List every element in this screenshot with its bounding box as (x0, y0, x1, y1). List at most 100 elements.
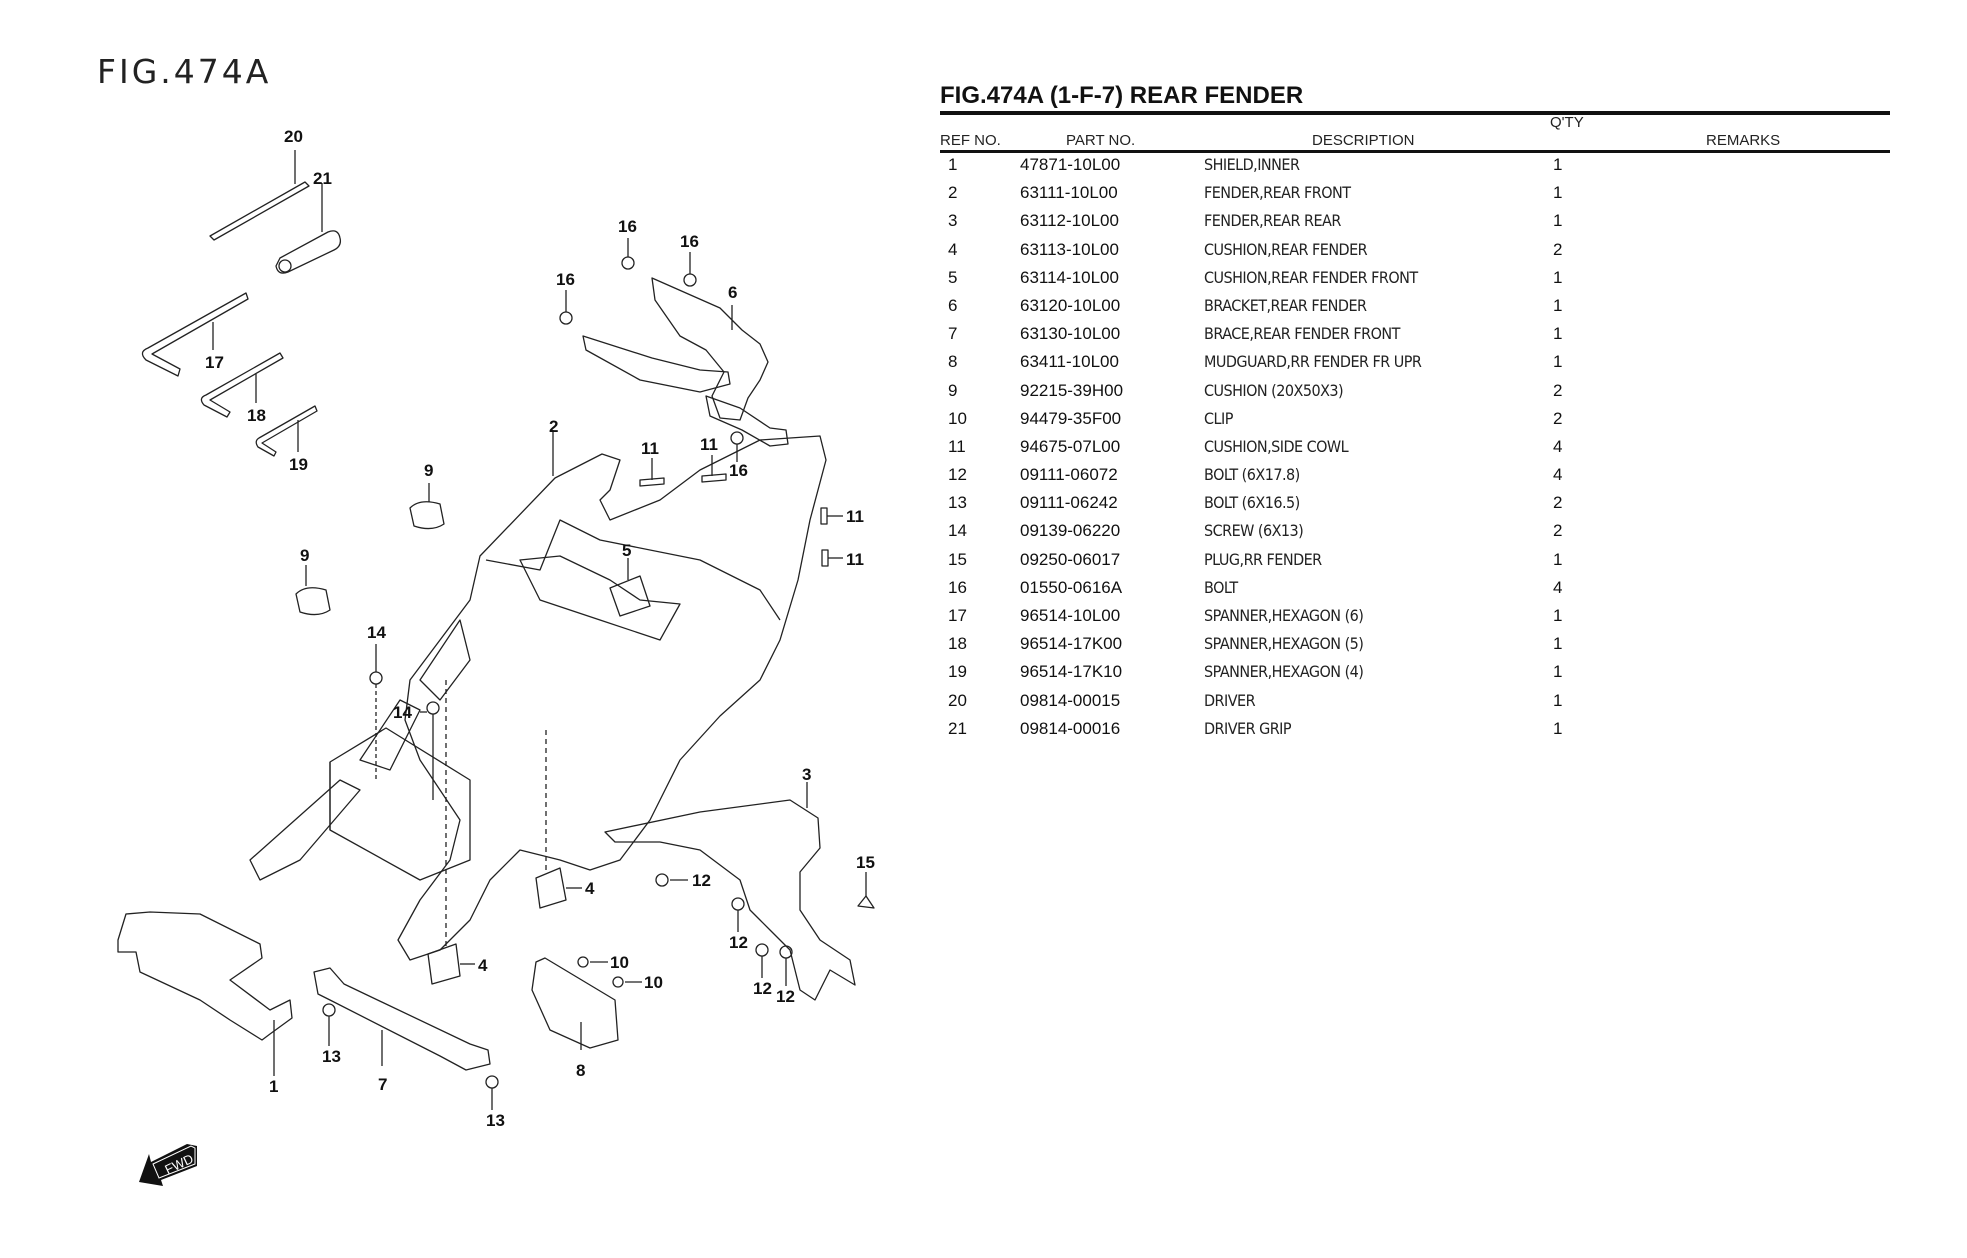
part-no: 63112-10L00 (1020, 211, 1119, 231)
ref-no: 12 (948, 465, 967, 485)
callout-15: 15 (856, 853, 875, 872)
callout-14b: 14 (393, 703, 412, 722)
qty: 4 (1553, 577, 1563, 597)
plug-part-15 (857, 872, 875, 909)
part-no: 96514-17K00 (1020, 634, 1123, 654)
qty: 2 (1553, 408, 1563, 428)
part-no: 96514-10L00 (1020, 606, 1121, 625)
callout-4a: 4 (585, 879, 595, 898)
callout-6: 6 (728, 283, 738, 302)
qty: 4 (1553, 465, 1563, 485)
part-no: 09139-06220 (1020, 521, 1121, 541)
callout-4b: 4 (478, 956, 488, 975)
ref-no: 9 (948, 380, 958, 400)
callout-3: 3 (802, 765, 812, 784)
inner-shield-part-1 (117, 911, 293, 1076)
ref-no: 6 (948, 295, 958, 315)
ref-no: 7 (948, 324, 958, 344)
ref-no: 10 (948, 408, 967, 428)
battery-box (329, 727, 471, 881)
callout-8: 8 (576, 1061, 586, 1080)
part-no: 63130-10L00 (1020, 324, 1121, 344)
part-no: 96514-17K10 (1020, 662, 1123, 682)
driver-grip-part-21 (275, 183, 342, 274)
ref-no: 13 (948, 493, 967, 513)
qty: 1 (1553, 662, 1563, 682)
cushion-part-5 (609, 558, 651, 617)
description: BOLT (1204, 577, 1238, 597)
qty: 1 (1553, 267, 1563, 287)
exploded-diagram: 20 21 17 18 19 16 16 16 6 2 11 11 16 9 9… (0, 0, 930, 1258)
callout-11b: 11 (700, 435, 718, 454)
header-ref-no: REF NO. (940, 132, 1001, 149)
callout-12c: 12 (753, 979, 772, 998)
description: CUSHION,REAR FENDER (1204, 239, 1368, 259)
qty: 1 (1553, 634, 1563, 654)
qty: 1 (1553, 549, 1563, 569)
ref-no: 16 (948, 577, 967, 597)
callout-7: 7 (378, 1075, 388, 1094)
ref-no: 17 (948, 606, 967, 625)
description: BOLT (6X16.5) (1204, 493, 1300, 513)
callout-13b: 13 (486, 1111, 505, 1130)
part-no: 09111-06072 (1020, 465, 1118, 485)
part-no: 09814-00015 (1020, 690, 1121, 710)
ref-no: 14 (948, 521, 967, 541)
bracket-part-6 (582, 277, 789, 447)
description: DRIVER GRIP (1204, 718, 1292, 738)
callout-21: 21 (313, 169, 332, 188)
table-title: FIG.474A (1-F-7) REAR FENDER (940, 82, 1304, 109)
callout-16d: 16 (729, 461, 748, 480)
ref-no: 4 (948, 239, 958, 259)
description: PLUG,RR FENDER (1204, 549, 1322, 569)
part-no: 94479-35F00 (1020, 408, 1122, 428)
table-row: 10 94479-35F00 CLIP 2 (940, 407, 1890, 435)
figure-label: FIG.474A (97, 52, 272, 91)
part-no: 94675-07L00 (1020, 436, 1121, 456)
qty: 1 (1553, 606, 1563, 625)
description: MUDGUARD,RR FENDER FR UPR (1204, 352, 1422, 372)
part-no: 09111-06242 (1020, 493, 1118, 513)
description: CLIP (1204, 408, 1233, 428)
callout-11c: 11 (846, 507, 864, 526)
part-no: 47871-10L00 (1020, 155, 1121, 174)
callout-9b: 9 (300, 546, 310, 565)
callout-1: 1 (269, 1077, 279, 1096)
ref-no: 11 (948, 436, 966, 456)
description: FENDER,REAR FRONT (1204, 183, 1351, 203)
callout-12d: 12 (776, 987, 795, 1006)
qty: 1 (1553, 295, 1563, 315)
qty: 1 (1553, 155, 1563, 174)
mudguard-part-8 (531, 957, 619, 1050)
ref-no: 3 (948, 211, 958, 231)
side-cowl-cushion-part-11 (639, 455, 843, 567)
callout-11d: 11 (846, 550, 864, 569)
callout-12b: 12 (729, 933, 748, 952)
callout-14a: 14 (367, 623, 386, 642)
callout-19: 19 (289, 455, 308, 474)
qty: 1 (1553, 324, 1563, 344)
callout-2: 2 (549, 417, 559, 436)
bolt-part-12 (655, 873, 793, 986)
callout-17: 17 (205, 353, 224, 372)
header-top-rule (940, 111, 1890, 115)
header-bottom-rule (940, 150, 1890, 153)
callout-18: 18 (247, 406, 266, 425)
cushion-part-4 (427, 867, 582, 985)
callout-16b: 16 (680, 232, 699, 251)
rear-front-fender-part-2 (249, 430, 827, 961)
